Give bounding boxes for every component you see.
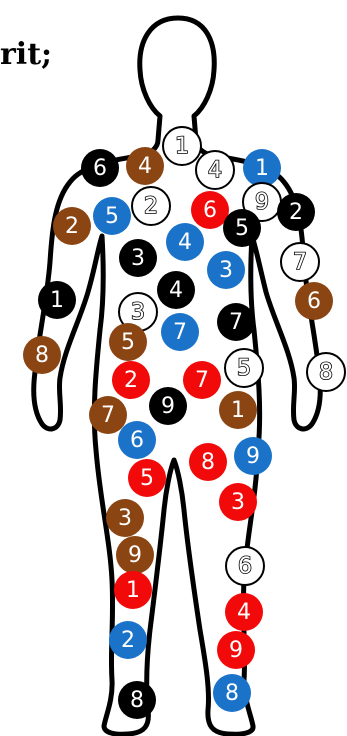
marker-blue-6: 6 — [118, 421, 156, 459]
marker-black-9: 9 — [149, 387, 187, 425]
marker-number: 7 — [293, 250, 307, 275]
marker-number: 2 — [124, 368, 138, 393]
marker-white-7: 7 — [281, 243, 319, 281]
marker-blue-5: 5 — [93, 197, 131, 235]
marker-red-9: 9 — [217, 631, 255, 669]
marker-number: 6 — [307, 289, 321, 314]
marker-white-5: 5 — [225, 349, 263, 387]
marker-number: 3 — [118, 506, 132, 531]
marker-number: 8 — [201, 450, 215, 475]
marker-number: 3 — [219, 258, 233, 283]
marker-brown-2: 2 — [53, 207, 91, 245]
marker-number: 9 — [161, 394, 175, 419]
marker-number: 2 — [144, 194, 158, 219]
marker-blue-8: 8 — [213, 674, 251, 712]
marker-red-8: 8 — [189, 443, 227, 481]
marker-number: 5 — [105, 204, 119, 229]
marker-number: 7 — [173, 320, 187, 345]
marker-black-6: 6 — [81, 149, 119, 187]
marker-brown-6: 6 — [295, 282, 333, 320]
marker-number: 2 — [121, 628, 135, 653]
marker-number: 8 — [35, 343, 49, 368]
marker-number: 2 — [289, 200, 303, 225]
marker-number: 3 — [131, 300, 145, 325]
marker-number: 5 — [237, 356, 251, 381]
marker-number: 4 — [138, 154, 152, 179]
marker-number: 6 — [130, 428, 144, 453]
marker-number: 2 — [65, 214, 79, 239]
marker-number: 5 — [235, 216, 249, 241]
marker-number: 7 — [195, 368, 209, 393]
marker-number: 3 — [231, 490, 245, 515]
marker-number: 9 — [229, 638, 243, 663]
marker-number: 6 — [93, 156, 107, 181]
marker-number: 1 — [231, 398, 245, 423]
marker-number: 6 — [238, 554, 252, 579]
marker-blue-9: 9 — [234, 437, 272, 475]
marker-black-7: 7 — [217, 303, 255, 341]
marker-number: 1 — [255, 156, 269, 181]
marker-white-2: 2 — [132, 187, 170, 225]
marker-brown-1: 1 — [219, 391, 257, 429]
marker-number: 8 — [319, 360, 333, 385]
marker-number: 7 — [229, 310, 243, 335]
marker-black-4: 4 — [157, 271, 195, 309]
marker-red-7: 7 — [183, 361, 221, 399]
head-outline — [34, 18, 321, 734]
marker-number: 4 — [237, 600, 251, 625]
marker-white-1: 1 — [163, 127, 201, 165]
marker-white-8: 8 — [307, 353, 345, 391]
marker-red-4: 4 — [225, 593, 263, 631]
marker-black-1: 1 — [38, 281, 76, 319]
marker-number: 5 — [140, 466, 154, 491]
marker-number: 6 — [203, 198, 217, 223]
marker-blue-4: 4 — [166, 223, 204, 261]
caption-text: rit; — [0, 40, 52, 70]
marker-brown-8: 8 — [23, 336, 61, 374]
marker-number: 9 — [246, 444, 260, 469]
marker-number: 9 — [128, 543, 142, 568]
marker-number: 7 — [101, 403, 115, 428]
marker-white-6: 6 — [226, 547, 264, 585]
marker-number: 8 — [225, 681, 239, 706]
marker-red-3: 3 — [219, 483, 257, 521]
marker-number: 5 — [121, 330, 135, 355]
marker-blue-2: 2 — [109, 621, 147, 659]
marker-blue-3: 3 — [207, 251, 245, 289]
marker-black-8: 8 — [118, 681, 156, 719]
marker-brown-9: 9 — [116, 536, 154, 574]
marker-number: 8 — [130, 688, 144, 713]
marker-number: 3 — [131, 246, 145, 271]
marker-brown-7: 7 — [89, 396, 127, 434]
marker-brown-5: 5 — [109, 323, 147, 361]
marker-number: 4 — [208, 158, 222, 183]
marker-blue-7: 7 — [161, 313, 199, 351]
marker-number: 4 — [178, 230, 192, 255]
marker-blue-1: 1 — [243, 149, 281, 187]
marker-black-3: 3 — [119, 239, 157, 277]
marker-red-6: 6 — [191, 191, 229, 229]
marker-brown-4: 4 — [126, 147, 164, 185]
marker-red-5: 5 — [128, 459, 166, 497]
marker-black-5: 5 — [223, 209, 261, 247]
marker-red-2: 2 — [112, 361, 150, 399]
marker-number: 4 — [169, 278, 183, 303]
marker-white-4: 4 — [196, 151, 234, 189]
marker-brown-3: 3 — [106, 499, 144, 537]
marker-red-1: 1 — [114, 571, 152, 609]
marker-number: 1 — [50, 288, 64, 313]
marker-number: 9 — [255, 190, 269, 215]
marker-black-2: 2 — [277, 193, 315, 231]
marker-number: 1 — [126, 578, 140, 603]
marker-number: 1 — [175, 134, 189, 159]
